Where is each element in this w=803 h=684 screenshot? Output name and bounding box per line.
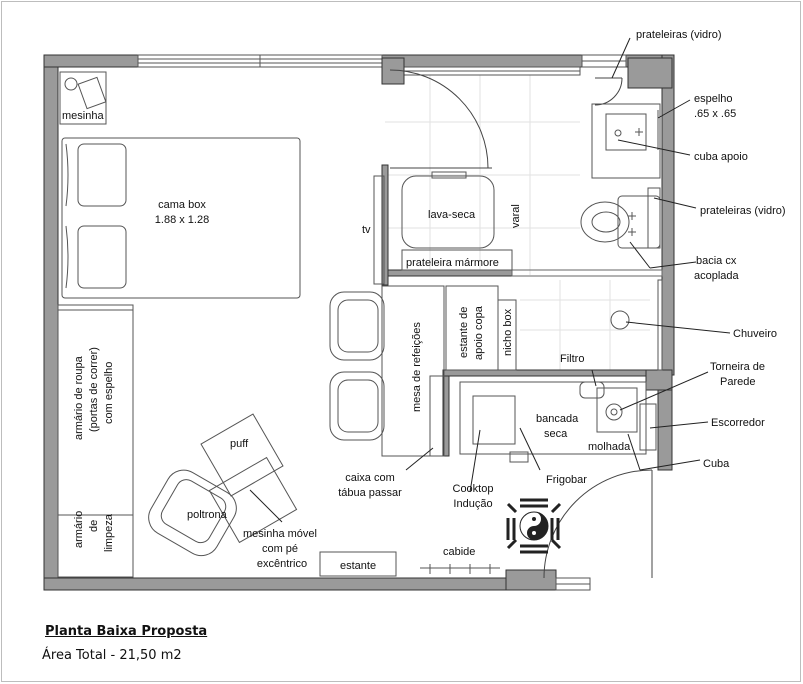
label-poltrona: poltrona <box>187 509 228 521</box>
outer-walls <box>43 54 675 591</box>
label-armario-limpeza-3: limpeza <box>103 513 115 552</box>
label-cooktop: Cooktop <box>453 483 494 495</box>
label-prateleira-marmore: prateleira mármore <box>406 257 499 269</box>
label-armario-limpeza-2: de <box>88 520 100 532</box>
label-bancada: bancada <box>536 413 579 425</box>
label-espelho-size: .65 x .65 <box>694 108 736 120</box>
label-mesinha: mesinha <box>62 110 104 122</box>
label-prateleiras-vidro-right: prateleiras (vidro) <box>700 205 786 217</box>
label-torneira-parede: Parede <box>720 376 755 388</box>
label-lava-seca: lava-seca <box>428 209 476 221</box>
label-bacia-acoplada: acoplada <box>694 270 740 282</box>
label-molhada: molhada <box>588 441 631 453</box>
windows <box>137 54 627 591</box>
label-cuba: Cuba <box>703 458 730 470</box>
label-cabide: cabide <box>443 546 475 558</box>
label-escorredor: Escorredor <box>711 417 765 429</box>
label-caixa-tabua-1: caixa com <box>345 472 395 484</box>
label-armario-limpeza-1: armário <box>73 511 85 548</box>
bagua-symbol <box>506 498 562 554</box>
label-armario-roupa-1: armário de roupa <box>73 355 85 440</box>
label-nicho-box: nicho box <box>502 308 514 356</box>
label-estante: estante <box>340 560 376 572</box>
furniture <box>57 71 663 578</box>
label-cuba-apoio: cuba apoio <box>694 151 748 163</box>
label-mesinha-movel-2: com pé <box>262 543 298 555</box>
total-area: Área Total - 21,50 m2 <box>42 648 182 663</box>
label-cooktop-inducao: Indução <box>453 498 492 510</box>
label-estante-apoio-2: apoio copa <box>473 305 485 360</box>
label-frigobar: Frigobar <box>546 474 587 486</box>
label-cama-box-size: 1.88 x 1.28 <box>155 214 209 226</box>
label-mesinha-movel-1: mesinha móvel <box>243 528 317 540</box>
labels: mesinha cama box 1.88 x 1.28 tv lava-sec… <box>62 29 786 572</box>
label-varal: varal <box>510 204 522 228</box>
label-caixa-tabua-2: tábua passar <box>338 487 402 499</box>
label-chuveiro: Chuveiro <box>733 328 777 340</box>
label-torneira: Torneira de <box>710 361 765 373</box>
label-tv: tv <box>362 224 371 236</box>
label-espelho: espelho <box>694 93 733 105</box>
interior-walls <box>381 57 673 457</box>
label-bancada-seca: seca <box>544 428 568 440</box>
label-armario-roupa-3: com espelho <box>103 362 115 424</box>
label-armario-roupa-2: (portas de correr) <box>88 347 100 432</box>
label-cama-box: cama box <box>158 199 206 211</box>
plan-title: Planta Baixa Proposta <box>45 624 208 639</box>
leader-lines <box>249 37 731 523</box>
label-mesinha-movel-3: excêntrico <box>257 558 307 570</box>
label-estante-apoio-1: estante de <box>458 307 470 358</box>
label-prateleiras-vidro-top: prateleiras (vidro) <box>636 29 722 41</box>
floor-tiles <box>385 72 650 370</box>
label-mesa-refeicoes: mesa de refeições <box>411 322 423 412</box>
label-bacia: bacia cx <box>696 255 737 267</box>
label-filtro: Filtro <box>560 353 584 365</box>
doors <box>389 69 653 579</box>
label-puff: puff <box>230 438 249 450</box>
